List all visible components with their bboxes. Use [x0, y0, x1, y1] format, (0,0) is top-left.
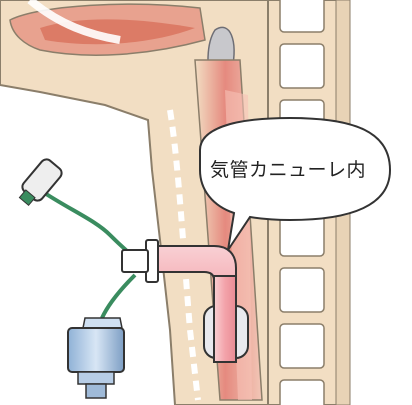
- tube-shaft: [214, 276, 236, 362]
- callout-label: 気管カニューレ内: [210, 159, 366, 181]
- pilot-line-lower: [102, 275, 135, 318]
- pilot-line: [40, 190, 135, 258]
- valve-connector: [68, 318, 124, 398]
- tube-connector: [122, 250, 148, 272]
